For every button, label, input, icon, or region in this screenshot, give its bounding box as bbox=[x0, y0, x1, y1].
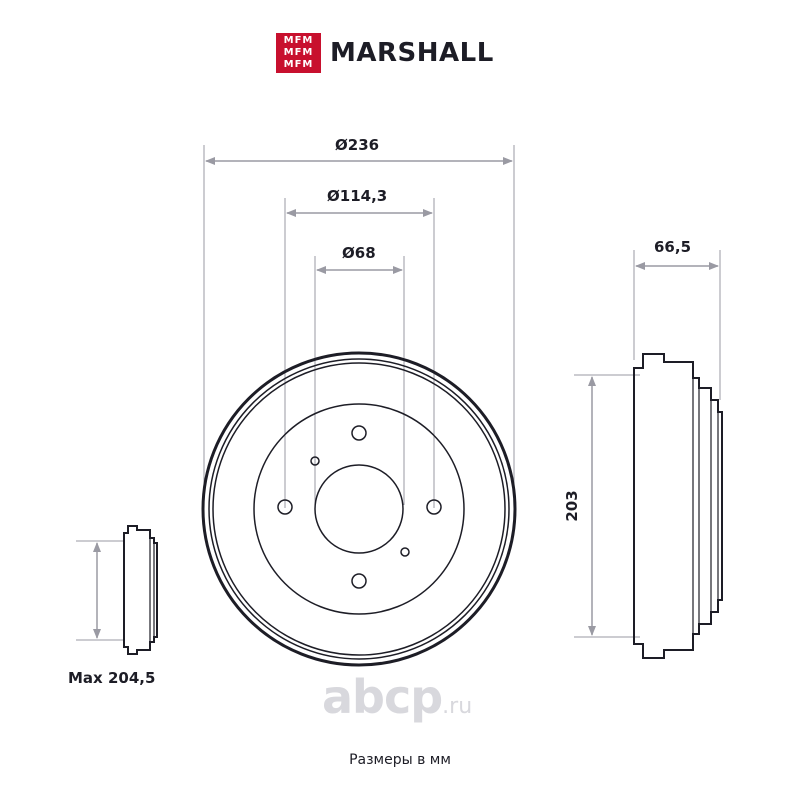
brand-mark-line: MFM bbox=[283, 59, 314, 70]
drum-outer-rim bbox=[201, 351, 517, 667]
drum-front-view bbox=[201, 351, 517, 667]
watermark: abcp.ru bbox=[322, 670, 472, 724]
drum-small-view bbox=[123, 525, 158, 655]
center-bore bbox=[314, 464, 404, 554]
units-note: Размеры в мм bbox=[349, 752, 451, 768]
brand-mark-line: MFM bbox=[283, 47, 314, 58]
label-outer-diameter: Ø236 bbox=[335, 136, 380, 154]
pin-hole-lower bbox=[400, 547, 410, 557]
bolt-hole-bottom bbox=[351, 573, 367, 589]
brand-logo: MFM MFM MFM MARSHALL bbox=[276, 33, 494, 73]
drum-side-view bbox=[633, 353, 723, 659]
label-max-inner: Max 204,5 bbox=[68, 669, 156, 687]
bolt-hole-top bbox=[351, 425, 367, 441]
drum-rim-inner bbox=[208, 358, 510, 660]
watermark-main: abcp bbox=[322, 670, 443, 724]
label-height: 66,5 bbox=[654, 238, 692, 256]
bolt-hole-left bbox=[277, 499, 293, 515]
bolt-hole-right bbox=[426, 499, 442, 515]
brand-mark-line: MFM bbox=[283, 35, 314, 46]
hub-face bbox=[253, 403, 465, 615]
drum-rim-step bbox=[212, 362, 506, 656]
watermark-suffix: .ru bbox=[442, 694, 473, 719]
label-bolt-circle: Ø114,3 bbox=[327, 187, 388, 205]
label-drum-inner: 203 bbox=[563, 490, 581, 522]
pin-hole-upper bbox=[310, 456, 320, 466]
label-center-bore: Ø68 bbox=[342, 244, 376, 262]
dimension-lines bbox=[93, 157, 719, 639]
extension-lines bbox=[76, 145, 721, 641]
brand-name: MARSHALL bbox=[330, 38, 494, 68]
brand-mark: MFM MFM MFM bbox=[276, 33, 321, 73]
